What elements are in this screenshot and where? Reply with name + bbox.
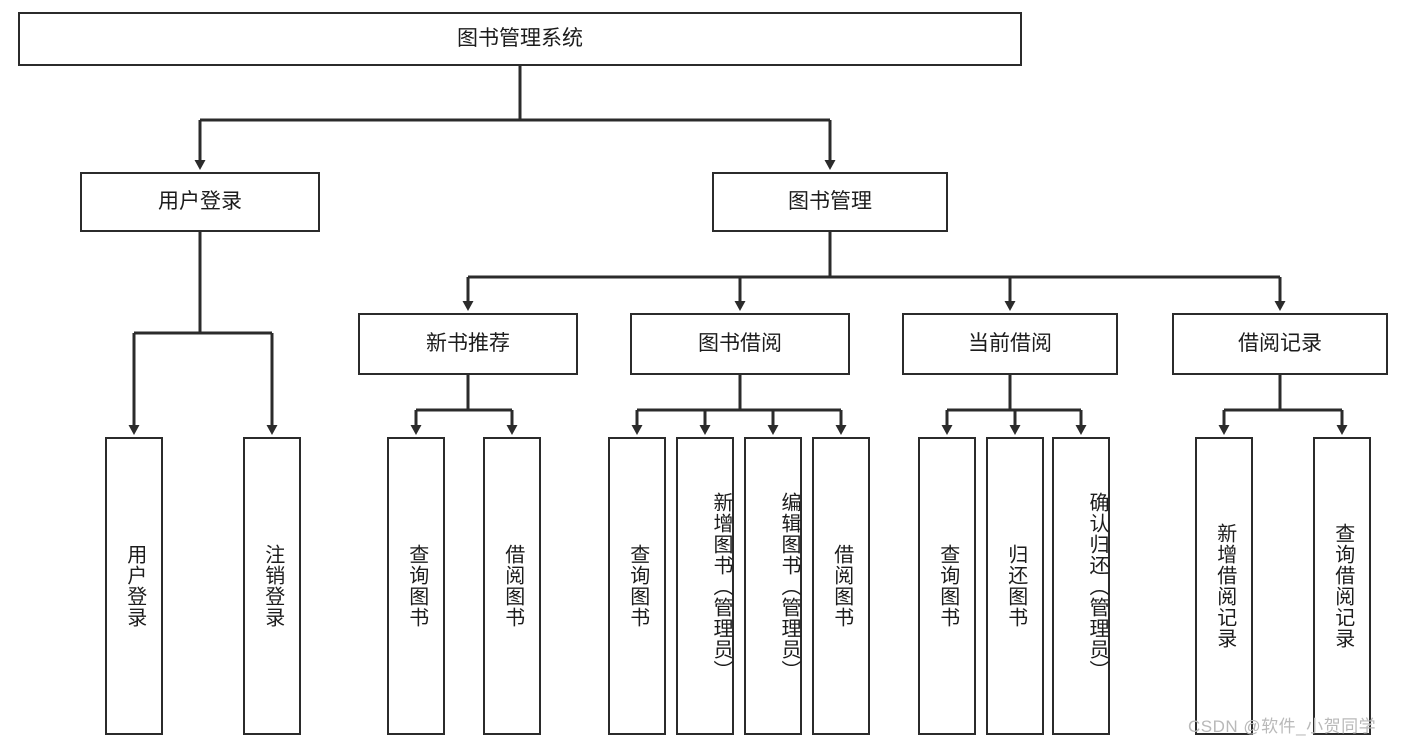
node-leaf-user-login[interactable]: 用户登录 [105, 437, 163, 735]
node-book-borrow[interactable]: 图书借阅 [630, 313, 850, 375]
node-leaf-query-record-label: 查询借阅记录 [1331, 523, 1354, 649]
node-leaf-query-record[interactable]: 查询借阅记录 [1313, 437, 1371, 735]
node-leaf-confirm-return-label: 确认归还（管理员） [1086, 491, 1108, 681]
node-current-borrow[interactable]: 当前借阅 [902, 313, 1118, 375]
node-leaf-query-book-2-label: 查询图书 [626, 544, 649, 628]
node-leaf-add-book-label: 新增图书（管理员） [710, 491, 732, 681]
node-leaf-borrow-book-2-label: 借阅图书 [830, 544, 853, 628]
node-leaf-edit-book-label: 编辑图书（管理员） [778, 491, 800, 681]
node-leaf-query-book-3[interactable]: 查询图书 [918, 437, 976, 735]
node-leaf-add-record-label: 新增借阅记录 [1213, 523, 1236, 649]
node-leaf-logout[interactable]: 注销登录 [243, 437, 301, 735]
node-new-book-rec[interactable]: 新书推荐 [358, 313, 578, 375]
node-book-manage-label: 图书管理 [788, 189, 872, 213]
watermark: CSDN @软件_小贺同学 [1188, 717, 1377, 736]
node-current-borrow-label: 当前借阅 [968, 331, 1052, 355]
node-leaf-add-record[interactable]: 新增借阅记录 [1195, 437, 1253, 735]
node-book-borrow-label: 图书借阅 [698, 331, 782, 355]
node-leaf-user-login-label: 用户登录 [123, 544, 146, 628]
node-leaf-query-book-1-label: 查询图书 [405, 544, 428, 628]
node-borrow-record[interactable]: 借阅记录 [1172, 313, 1388, 375]
node-root-label: 图书管理系统 [457, 26, 583, 50]
node-root[interactable]: 图书管理系统 [18, 12, 1022, 66]
node-leaf-borrow-book-2[interactable]: 借阅图书 [812, 437, 870, 735]
node-leaf-edit-book[interactable]: 编辑图书（管理员） [744, 437, 802, 735]
node-user-login-label: 用户登录 [158, 189, 242, 213]
node-new-book-rec-label: 新书推荐 [426, 331, 510, 355]
node-leaf-return-book-label: 归还图书 [1004, 544, 1027, 628]
node-leaf-query-book-1[interactable]: 查询图书 [387, 437, 445, 735]
node-book-manage[interactable]: 图书管理 [712, 172, 948, 232]
node-leaf-query-book-3-label: 查询图书 [936, 544, 959, 628]
node-leaf-return-book[interactable]: 归还图书 [986, 437, 1044, 735]
node-leaf-query-book-2[interactable]: 查询图书 [608, 437, 666, 735]
node-leaf-borrow-book-1-label: 借阅图书 [501, 544, 524, 628]
node-user-login[interactable]: 用户登录 [80, 172, 320, 232]
node-leaf-add-book[interactable]: 新增图书（管理员） [676, 437, 734, 735]
node-leaf-confirm-return[interactable]: 确认归还（管理员） [1052, 437, 1110, 735]
node-leaf-logout-label: 注销登录 [261, 544, 284, 628]
node-leaf-borrow-book-1[interactable]: 借阅图书 [483, 437, 541, 735]
node-borrow-record-label: 借阅记录 [1238, 331, 1322, 355]
